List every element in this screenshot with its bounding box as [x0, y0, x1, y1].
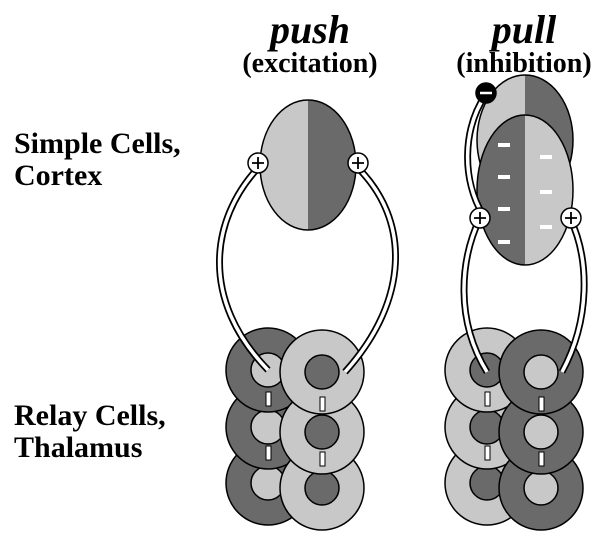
plus-synapse-push-left: [248, 153, 268, 173]
pull-relay-cells: [445, 328, 583, 530]
plus-synapse-pull-left: [470, 208, 490, 228]
minus-synapse-pull: [476, 83, 496, 103]
plus-synapse-pull-right: [561, 208, 581, 228]
push-simple-cell: [258, 98, 358, 232]
plus-synapse-push-right: [348, 153, 368, 173]
push-relay-cells: [226, 328, 364, 530]
